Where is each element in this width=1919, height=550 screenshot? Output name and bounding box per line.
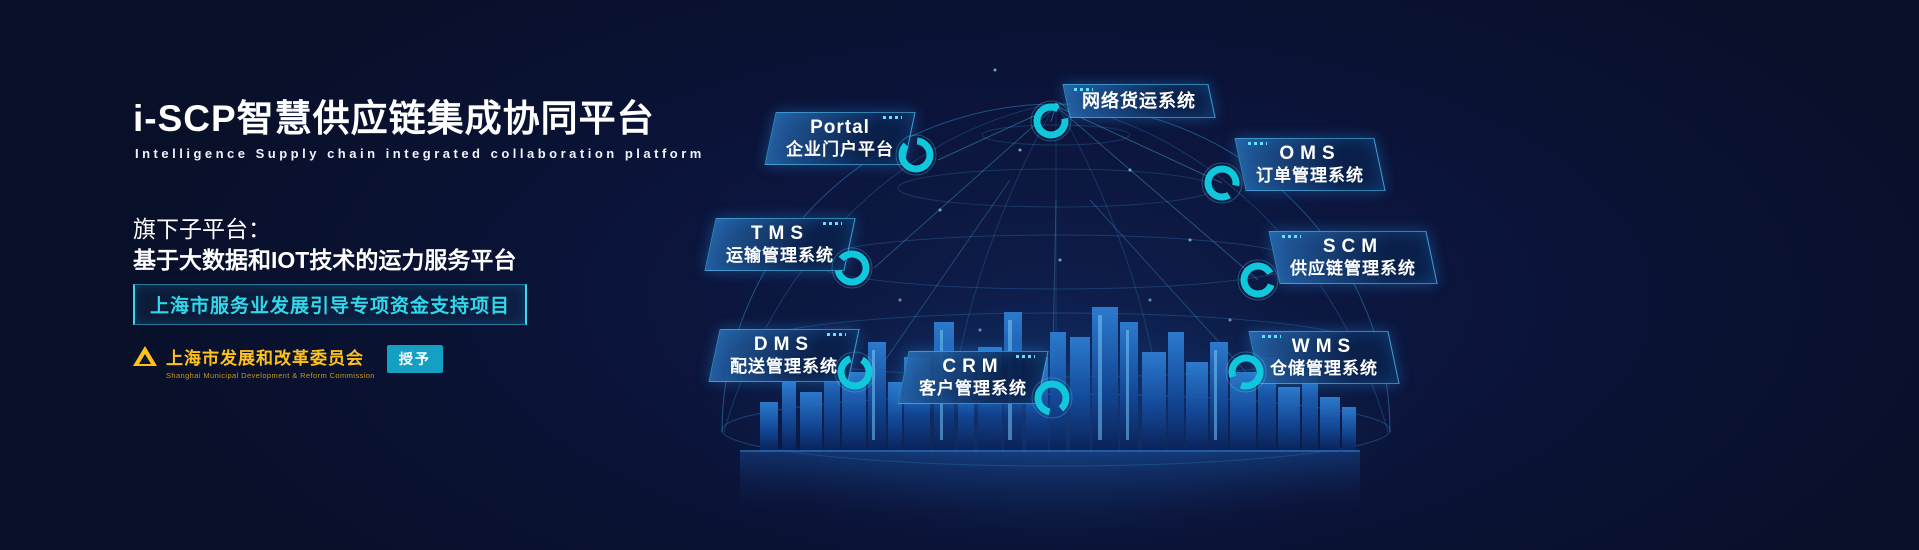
project-funding-badge: 上海市服务业发展引导专项资金支持项目 [133,284,528,325]
node-crm-acronym: CRM [942,356,1004,377]
node-dms: DMS 配送管理系统 [714,329,854,382]
page-title: i-SCP智慧供应链集成协同平台 [133,98,655,139]
node-tms-plate: TMS 运输管理系统 [710,218,850,271]
node-scm-plate: SCM 供应链管理系统 [1274,231,1432,284]
node-freight-label: 网络货运系统 [1082,91,1196,111]
node-wms-label: 仓储管理系统 [1270,359,1378,378]
node-tms-acronym: TMS [750,223,810,244]
dots-decoration [1016,355,1035,358]
node-scm-label: 供应链管理系统 [1290,259,1416,278]
skyline-reflection [740,452,1360,522]
node-dms-plate: DMS 配送管理系统 [714,329,854,382]
ring-icon [895,134,937,176]
node-portal-plate: Portal 企业门户平台 [770,112,910,165]
award-badge: 授予 [386,345,443,373]
node-portal-acronym: Portal [810,117,870,138]
node-portal-label: 企业门户平台 [786,140,894,159]
node-oms-label: 订单管理系统 [1256,166,1364,185]
node-dms-label: 配送管理系统 [730,357,838,376]
sub-platform-label: 旗下子平台： [133,216,271,242]
dots-decoration [1282,235,1301,238]
node-scm-acronym: SCM [1322,236,1384,257]
node-oms-acronym: OMS [1279,143,1341,164]
node-oms-plate: OMS 订单管理系统 [1240,138,1380,191]
node-crm-label: 客户管理系统 [919,379,1027,398]
dots-decoration [827,333,846,336]
node-tms-label: 运输管理系统 [726,246,834,265]
dots-decoration [883,116,902,119]
issuer-name: 上海市发展和改革委员会 [166,349,364,368]
dots-decoration [823,222,842,225]
node-scm: SCM 供应链管理系统 [1274,231,1432,284]
node-crm-plate: CRM 客户管理系统 [903,351,1043,404]
node-portal: Portal 企业门户平台 [770,112,910,165]
dots-decoration [1262,335,1281,338]
dots-decoration [1248,142,1267,145]
node-dms-acronym: DMS [753,334,815,355]
ring-icon [1201,162,1243,204]
ring-icon [1237,259,1279,301]
node-freight-plate: 网络货运系统 [1066,84,1212,118]
ring-icon [834,351,876,393]
ring-icon [1225,351,1267,393]
node-wms-plate: WMS 仓储管理系统 [1254,331,1394,384]
ring-icon [831,247,873,289]
node-wms-acronym: WMS [1291,336,1357,357]
dots-decoration [1074,88,1093,91]
node-freight: 网络货运系统 [1066,84,1212,118]
sub-platform-name: 基于大数据和IOT技术的运力服务平台 [133,247,517,273]
issuer-row: 上海市发展和改革委员会 Shanghai Municipal Developme… [133,344,443,380]
skyline-baseline [740,450,1360,452]
node-tms: TMS 运输管理系统 [710,218,850,271]
issuer-text: 上海市发展和改革委员会 Shanghai Municipal Developme… [166,344,375,380]
page-subtitle: Intelligence Supply chain integrated col… [135,146,705,161]
ring-icon [1030,100,1072,142]
development-reform-commission-logo-icon [133,346,157,366]
issuer-name-en: Shanghai Municipal Development & Reform … [166,371,375,380]
node-wms: WMS 仓储管理系统 [1254,331,1394,384]
ring-icon [1031,377,1073,419]
node-oms: OMS 订单管理系统 [1240,138,1380,191]
node-crm: CRM 客户管理系统 [903,351,1043,404]
